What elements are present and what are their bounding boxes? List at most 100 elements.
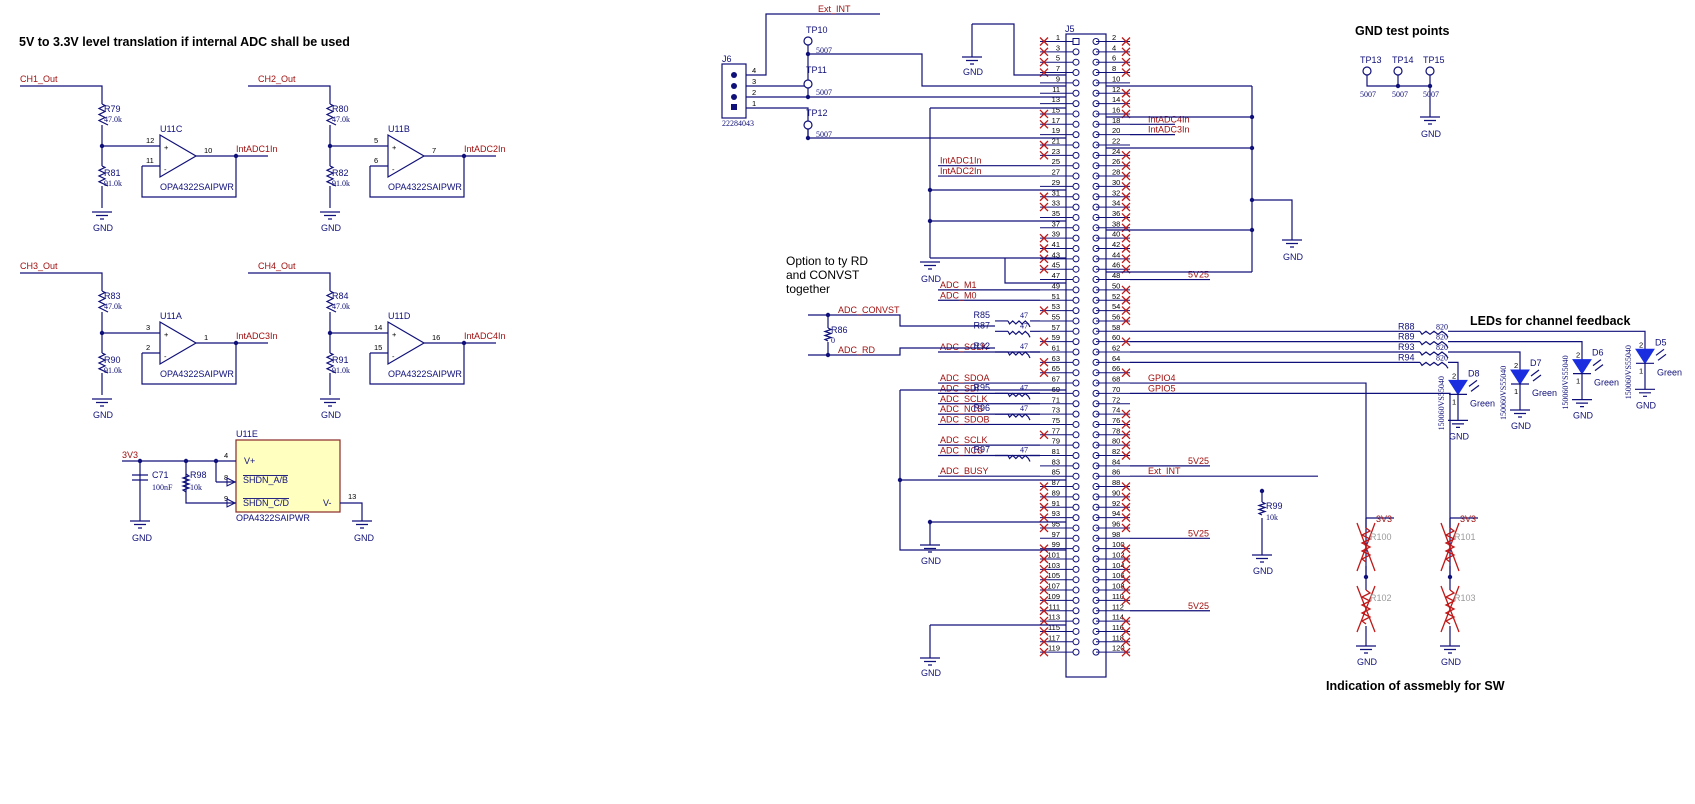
j5-pin: 4 bbox=[1092, 43, 1131, 57]
j5-net: ADC_NCS bbox=[938, 404, 1040, 415]
assembly-res-ref: R102 bbox=[1370, 593, 1392, 603]
net-label: ADC_SCLK bbox=[940, 342, 988, 352]
svg-text:111: 111 bbox=[1049, 602, 1060, 611]
svg-text:82: 82 bbox=[1112, 447, 1120, 456]
amp-pin-plus: 14 bbox=[374, 323, 382, 332]
j5-pin: 19 bbox=[1040, 126, 1080, 139]
led-res-ref: R93 bbox=[1398, 342, 1415, 352]
svg-text:77: 77 bbox=[1052, 426, 1060, 435]
u11e-pin-vplus: 4 bbox=[224, 451, 228, 460]
j5-pin: 15 bbox=[1039, 105, 1080, 119]
gnd-label: GND bbox=[1421, 129, 1442, 139]
j5-net: 5V25 bbox=[1130, 601, 1210, 612]
j5-net: IntADC4In bbox=[1130, 114, 1190, 125]
tp13-ref: TP13 bbox=[1360, 55, 1382, 65]
j5-pin: 87 bbox=[1039, 478, 1080, 492]
j5-pin: 9 bbox=[1040, 74, 1080, 87]
svg-text:73: 73 bbox=[1052, 406, 1060, 415]
series-res-ref: R97 bbox=[973, 445, 990, 455]
j5-pin: 22 bbox=[1092, 137, 1130, 149]
svg-text:10: 10 bbox=[1112, 74, 1120, 83]
ground-symbol bbox=[1356, 645, 1376, 654]
j5-pin: 113 bbox=[1039, 613, 1080, 626]
level-translation-title: 5V to 3.3V level translation if internal… bbox=[19, 35, 350, 49]
ground-symbol bbox=[962, 56, 982, 65]
option-note-line1: Option to ty RD bbox=[786, 254, 868, 268]
led-res-value: 820 bbox=[1436, 353, 1448, 362]
amp-pin-plus: 5 bbox=[374, 136, 378, 145]
ground-symbol bbox=[92, 211, 112, 220]
j6-ext-int-net: Ext_INT bbox=[818, 4, 851, 14]
j5-pin: 104 bbox=[1092, 561, 1131, 574]
j5-pin: 2 bbox=[1092, 33, 1131, 46]
j5-pin: 79 bbox=[1040, 437, 1080, 449]
svg-text:31: 31 bbox=[1052, 188, 1060, 197]
j5-pin: 90 bbox=[1092, 488, 1131, 502]
j5-net: ADC_SCLK bbox=[938, 342, 1040, 353]
j5-pin: 72 bbox=[1092, 395, 1130, 408]
svg-text:112: 112 bbox=[1112, 602, 1124, 611]
svg-text:6: 6 bbox=[1112, 54, 1116, 63]
j5-pin: 117 bbox=[1039, 633, 1080, 647]
j5-pin: 58 bbox=[1092, 323, 1130, 335]
j5-pin: 35 bbox=[1040, 209, 1080, 221]
j5-pin: 36 bbox=[1092, 209, 1131, 222]
svg-text:65: 65 bbox=[1052, 364, 1060, 373]
j5-pin: 30 bbox=[1092, 178, 1131, 191]
svg-text:36: 36 bbox=[1112, 209, 1120, 218]
gnd-label: GND bbox=[93, 410, 114, 420]
svg-text:48: 48 bbox=[1112, 271, 1120, 280]
ground-symbol bbox=[130, 520, 150, 529]
u11e-vplus-label: V+ bbox=[244, 456, 255, 466]
svg-text:61: 61 bbox=[1052, 344, 1060, 353]
j5-pin: 75 bbox=[1040, 416, 1080, 428]
tp11-ref: TP11 bbox=[806, 65, 827, 75]
svg-text:64: 64 bbox=[1112, 354, 1120, 363]
amp-rbot-ref: R82 bbox=[332, 168, 349, 178]
svg-text:81: 81 bbox=[1052, 447, 1060, 456]
svg-text:2: 2 bbox=[1514, 361, 1518, 370]
gnd-testpoints-title: GND test points bbox=[1355, 24, 1449, 38]
j5-pin: 26 bbox=[1092, 157, 1131, 171]
j5-pin: 40 bbox=[1092, 230, 1131, 243]
svg-text:23: 23 bbox=[1052, 147, 1060, 156]
j5-pin: 95 bbox=[1039, 519, 1080, 533]
svg-text:14: 14 bbox=[1112, 95, 1120, 104]
amp-unit-ref: U11A bbox=[160, 311, 182, 321]
svg-text:78: 78 bbox=[1112, 426, 1120, 435]
j5-net: IntADC2In bbox=[938, 166, 1040, 177]
j5-pin: 106 bbox=[1092, 571, 1131, 585]
led-part: 150060VS55040 bbox=[1624, 345, 1633, 399]
svg-text:120: 120 bbox=[1112, 644, 1125, 653]
j5-pin: 102 bbox=[1092, 551, 1131, 564]
j5-pin: 51 bbox=[1040, 292, 1080, 304]
gnd-label: GND bbox=[1253, 566, 1274, 576]
j5-pin: 84 bbox=[1092, 457, 1130, 470]
j5-pin: 66 bbox=[1092, 364, 1131, 378]
j5-pin: 109 bbox=[1039, 592, 1080, 605]
j5-pin: 42 bbox=[1092, 240, 1131, 253]
u11e-power-unit: U11E OPA4322SAIPWR V+ SHDN_A/B SHDN_C/D … bbox=[122, 429, 375, 543]
series-res-value: 47 bbox=[1020, 404, 1028, 413]
j5-pin: 99 bbox=[1039, 540, 1080, 554]
gnd-label: GND bbox=[321, 410, 342, 420]
j5-net: Ext_INT bbox=[1130, 466, 1181, 477]
amp-pin-minus: 11 bbox=[146, 156, 154, 165]
svg-text:-: - bbox=[164, 165, 167, 174]
gnd-testpoints: TP13 TP14 TP15 5007 5007 5007 GND bbox=[1360, 55, 1445, 139]
j5-pin: 81 bbox=[1040, 447, 1080, 459]
series-res-value: 47 bbox=[1020, 383, 1028, 392]
svg-text:35: 35 bbox=[1052, 209, 1060, 218]
svg-text:2: 2 bbox=[1576, 351, 1580, 360]
j5-pin: 111 bbox=[1039, 602, 1080, 616]
svg-text:84: 84 bbox=[1112, 457, 1120, 466]
ground-symbol bbox=[1448, 419, 1468, 428]
amp-part: OPA4322SAIPWR bbox=[388, 182, 462, 192]
svg-text:33: 33 bbox=[1052, 199, 1060, 208]
j5-net: ADC_M1 bbox=[938, 280, 1040, 291]
u11e-vminus-label: V- bbox=[323, 498, 332, 508]
